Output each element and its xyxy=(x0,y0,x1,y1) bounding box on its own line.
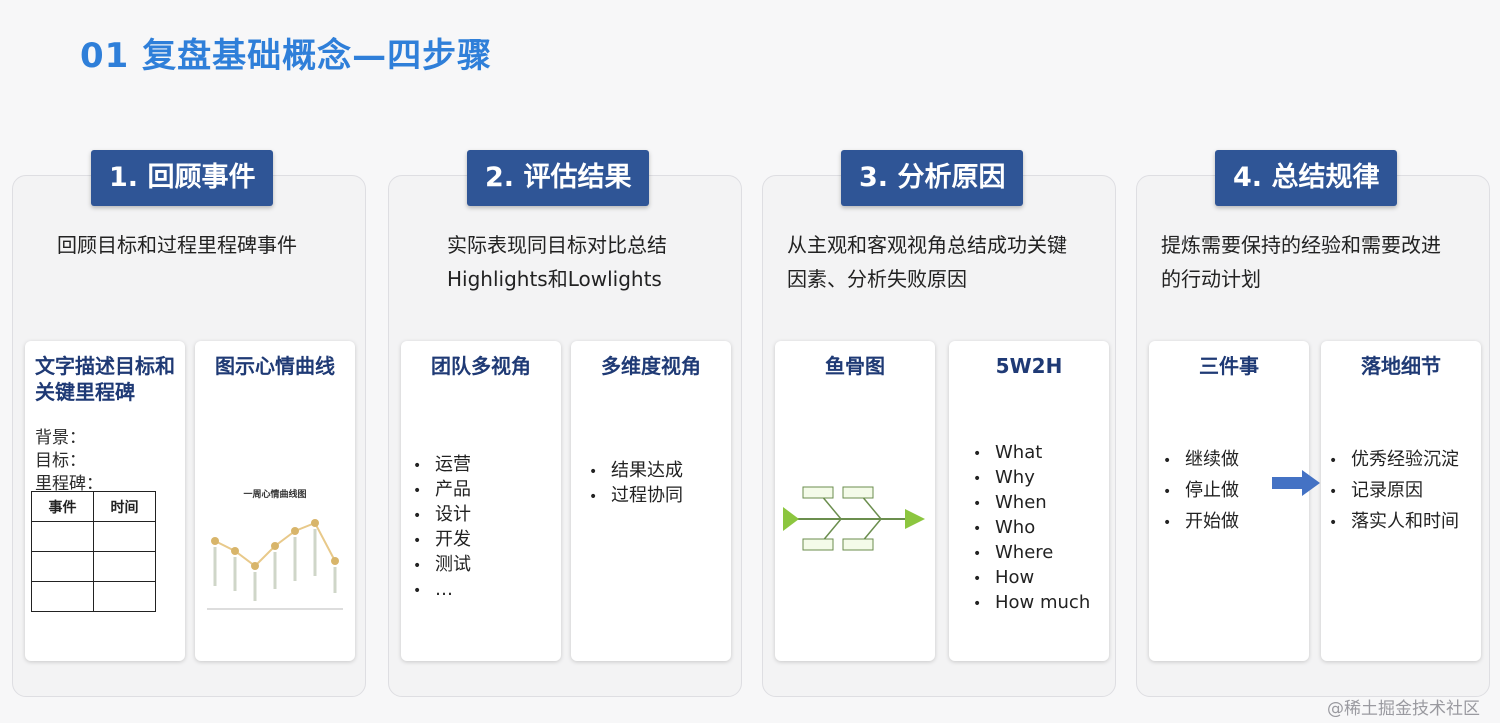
list-item: Who xyxy=(973,516,1090,541)
mood-chart-title: 一周心情曲线图 xyxy=(243,490,307,500)
list-item: 测试 xyxy=(413,553,471,578)
list-item: When xyxy=(973,491,1090,516)
card-title: 团队多视角 xyxy=(431,354,531,378)
list-item: 优秀经验沉淀 xyxy=(1329,445,1459,476)
page-title: 01 复盘基础概念—四步骤 xyxy=(80,36,493,76)
step-header-review: 1. 回顾事件 xyxy=(91,150,274,206)
landing-details-list: 优秀经验沉淀 记录原因 落实人和时间 xyxy=(1329,445,1459,538)
mood-curve-chart xyxy=(207,519,343,610)
card-5w2h: 5W2H What Why When Who Where How How muc… xyxy=(949,341,1109,661)
card-team-perspectives: 团队多视角 运营 产品 设计 开发 测试 … xyxy=(401,341,561,661)
card-title: 多维度视角 xyxy=(601,354,701,378)
list-item: 记录原因 xyxy=(1329,476,1459,507)
list-item: Why xyxy=(973,466,1090,491)
card-three-things: 三件事 继续做 停止做 开始做 xyxy=(1149,341,1309,661)
list-item: 继续做 xyxy=(1163,445,1239,476)
step-header-evaluate: 2. 评估结果 xyxy=(467,150,650,206)
step-description: 回顾目标和过程里程碑事件 xyxy=(57,233,297,257)
card-title: 三件事 xyxy=(1199,354,1259,378)
right-arrow-icon xyxy=(1272,470,1320,496)
three-things-list: 继续做 停止做 开始做 xyxy=(1163,445,1239,538)
card-landing-details: 落地细节 优秀经验沉淀 记录原因 落实人和时间 xyxy=(1321,341,1481,661)
card-text-milestones: 文字描述目标和关键里程碑 背景： 目标： 里程碑： 事件时间 xyxy=(25,341,185,661)
list-item: 产品 xyxy=(413,478,471,503)
list-item: Where xyxy=(973,541,1090,566)
card-multi-dimension: 多维度视角 结果达成 过程协同 xyxy=(571,341,731,661)
event-time-table: 事件时间 xyxy=(31,491,156,612)
list-item: 结果达成 xyxy=(589,459,683,484)
list-item: 开始做 xyxy=(1163,507,1239,538)
card-title: 文字描述目标和关键里程碑 xyxy=(35,354,175,404)
fishbone-diagram xyxy=(783,486,925,551)
list-item: How xyxy=(973,566,1090,591)
list-item: 运营 xyxy=(413,453,471,478)
card-title: 落地细节 xyxy=(1361,354,1441,378)
dimension-list: 结果达成 过程协同 xyxy=(589,459,683,509)
5w2h-list: What Why When Who Where How How much xyxy=(973,441,1090,616)
card-fishbone: 鱼骨图 xyxy=(775,341,935,661)
list-item: 开发 xyxy=(413,528,471,553)
step-panel-analyze: 3. 分析原因 从主观和客观视角总结成功关键 因素、分析失败原因 鱼骨图 5W2… xyxy=(762,150,1116,697)
step-description: 提炼需要保持的经验和需要改进 的行动计划 xyxy=(1161,233,1441,291)
step-panel-summarize: 4. 总结规律 提炼需要保持的经验和需要改进 的行动计划 三件事 继续做 停止做… xyxy=(1136,150,1490,697)
step-description: 实际表现同目标对比总结 Highlights和Lowlights xyxy=(447,233,667,291)
card-mood-curve: 图示心情曲线 一周心情曲线图 xyxy=(195,341,355,661)
list-item: What xyxy=(973,441,1090,466)
step-header-analyze: 3. 分析原因 xyxy=(841,150,1024,206)
milestone-fields: 背景： 目标： 里程碑： xyxy=(35,428,103,494)
card-title: 图示心情曲线 xyxy=(215,354,335,378)
card-title: 5W2H xyxy=(995,354,1063,378)
step-header-summarize: 4. 总结规律 xyxy=(1215,150,1398,206)
card-title: 鱼骨图 xyxy=(825,354,885,378)
list-item: How much xyxy=(973,591,1090,616)
list-item: 设计 xyxy=(413,503,471,528)
list-item: 停止做 xyxy=(1163,476,1239,507)
team-role-list: 运营 产品 设计 开发 测试 … xyxy=(413,453,471,603)
list-item: … xyxy=(413,578,471,603)
watermark: @稀土掘金技术社区 xyxy=(1327,699,1480,719)
step-panel-review: 1. 回顾事件 回顾目标和过程里程碑事件 文字描述目标和关键里程碑 背景： 目标… xyxy=(12,150,366,697)
list-item: 落实人和时间 xyxy=(1329,507,1459,538)
list-item: 过程协同 xyxy=(589,484,683,509)
step-panel-evaluate: 2. 评估结果 实际表现同目标对比总结 Highlights和Lowlights… xyxy=(388,150,742,697)
step-description: 从主观和客观视角总结成功关键 因素、分析失败原因 xyxy=(787,233,1067,291)
